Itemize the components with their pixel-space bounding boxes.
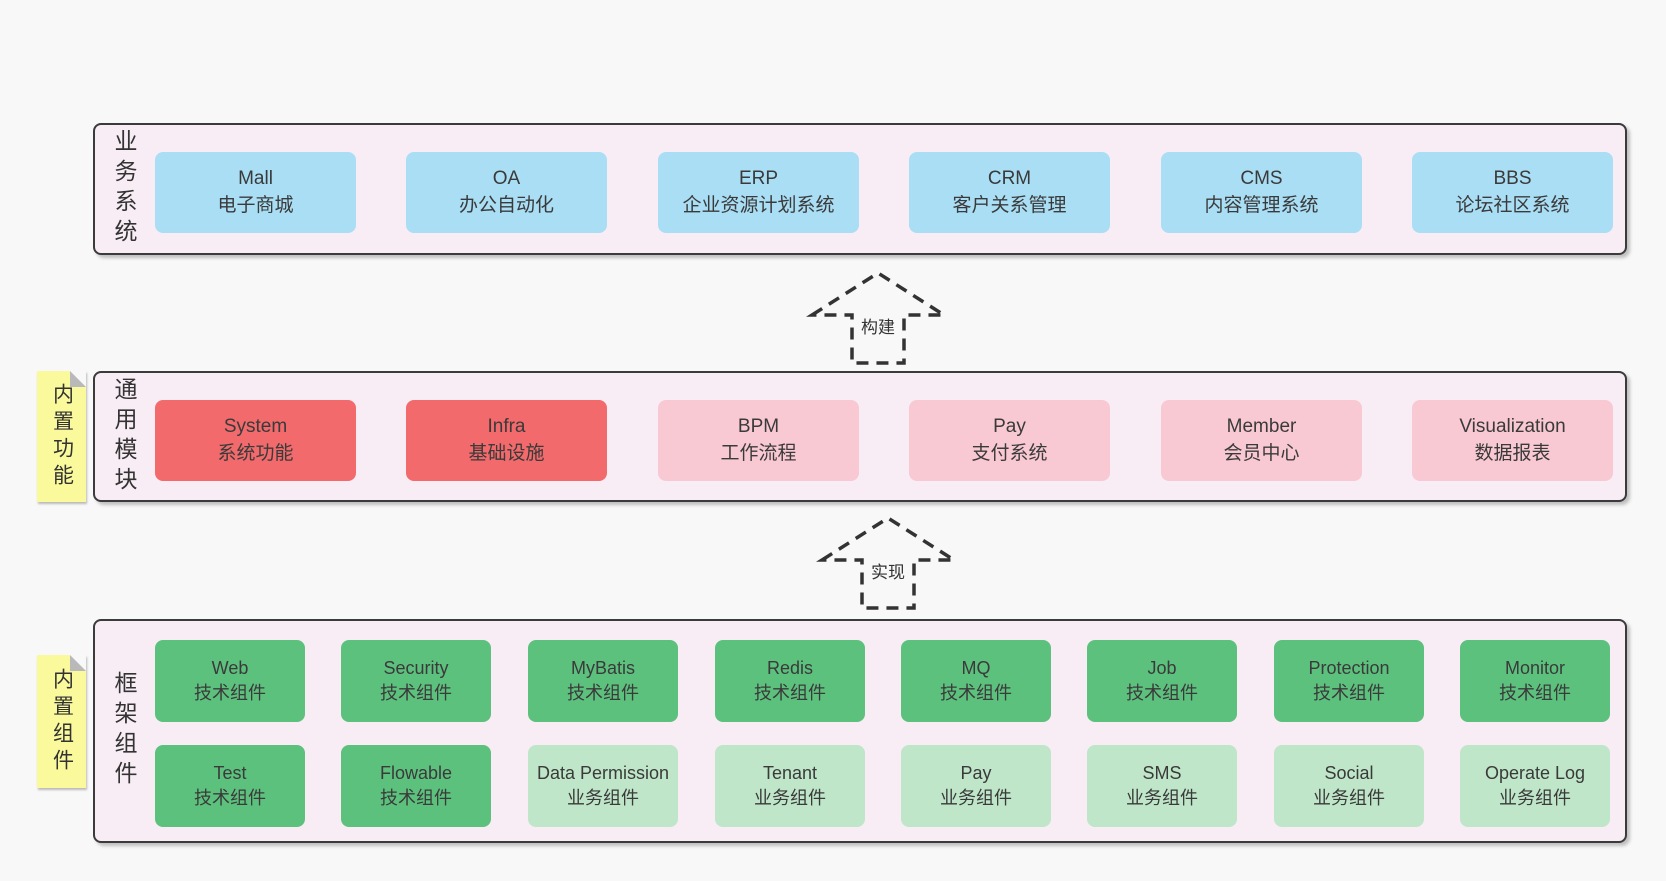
box-infra: Infra 基础设施 [406,400,607,481]
box-subtitle: 业务组件 [754,788,826,808]
build-arrow-label: 构建 [856,312,900,338]
box-title: BPM [737,415,780,437]
box-redis: Redis 技术组件 [715,640,865,722]
box-title: MQ [961,658,991,679]
box-job: Job 技术组件 [1087,640,1237,722]
box-bbs: BBS 论坛社区系统 [1412,152,1613,233]
box-subtitle: 技术组件 [380,788,452,808]
box-title: Pay [960,763,992,784]
box-oa: OA 办公自动化 [406,152,607,233]
box-subtitle: 技术组件 [754,683,826,703]
box-subtitle: 论坛社区系统 [1455,194,1570,216]
box-subtitle: 业务组件 [1499,788,1571,808]
panel-business-systems: 业务系统 Mall 电子商城 OA 办公自动化 ERP 企业资源计划系统 CRM… [93,123,1627,255]
box-subtitle: 数据报表 [1474,442,1551,464]
sticky-note-builtin-components: 内置组件 [37,655,86,788]
box-visualization: Visualization 数据报表 [1412,400,1613,481]
panel-common-modules: 通用模块 System 系统功能 Infra 基础设施 BPM 工作流程 Pay… [93,371,1627,502]
box-web: Web 技术组件 [155,640,305,722]
box-pay-component: Pay 业务组件 [901,745,1051,827]
box-crm: CRM 客户关系管理 [909,152,1110,233]
build-arrow-icon [805,270,951,365]
box-title: Test [213,763,247,784]
box-pay-module: Pay 支付系统 [909,400,1110,481]
box-title: Web [211,658,249,679]
box-subtitle: 业务组件 [567,788,639,808]
box-title: Data Permission [536,763,670,784]
box-subtitle: 会员中心 [1223,442,1300,464]
box-subtitle: 技术组件 [194,683,266,703]
box-title: Member [1226,415,1297,437]
panel-components-side-label: 框架组件 [111,671,137,791]
box-title: Social [1324,763,1374,784]
sticky-note-text: 内置功能 [50,382,74,491]
box-mq: MQ 技术组件 [901,640,1051,722]
box-subtitle: 技术组件 [380,683,452,703]
box-title: Security [383,658,449,679]
box-subtitle: 内容管理系统 [1204,194,1319,216]
box-system: System 系统功能 [155,400,356,481]
box-subtitle: 客户关系管理 [952,194,1067,216]
box-test: Test 技术组件 [155,745,305,827]
box-subtitle: 业务组件 [1313,788,1385,808]
box-subtitle: 基础设施 [468,442,545,464]
box-title: Pay [993,415,1026,437]
box-title: BBS [1493,167,1532,189]
box-mall: Mall 电子商城 [155,152,356,233]
box-flowable: Flowable 技术组件 [341,745,491,827]
implement-arrow-icon [815,515,961,610]
box-title: ERP [738,167,779,189]
box-title: Infra [487,415,526,437]
box-subtitle: 企业资源计划系统 [682,194,835,216]
box-subtitle: 电子商城 [217,194,294,216]
box-title: Operate Log [1484,763,1586,784]
box-tenant: Tenant 业务组件 [715,745,865,827]
box-subtitle: 系统功能 [217,442,294,464]
box-title: Job [1147,658,1177,679]
box-subtitle: 业务组件 [1126,788,1198,808]
box-subtitle: 支付系统 [971,442,1048,464]
box-title: SMS [1142,763,1182,784]
box-subtitle: 技术组件 [1126,683,1198,703]
box-cms: CMS 内容管理系统 [1161,152,1362,233]
implement-arrow-label: 实现 [866,557,910,583]
box-title: Visualization [1459,415,1566,437]
box-subtitle: 工作流程 [720,442,797,464]
panel-framework-components: 框架组件 Web 技术组件 Security 技术组件 MyBatis 技术组件… [93,619,1627,843]
box-title: Protection [1308,658,1390,679]
box-subtitle: 技术组件 [194,788,266,808]
box-operate-log: Operate Log 业务组件 [1460,745,1610,827]
box-title: CMS [1240,167,1283,189]
box-title: Tenant [762,763,818,784]
box-data-permission: Data Permission 业务组件 [528,745,678,827]
box-subtitle: 技术组件 [940,683,1012,703]
box-security: Security 技术组件 [341,640,491,722]
box-subtitle: 技术组件 [567,683,639,703]
box-title: System [223,415,288,437]
box-title: CRM [987,167,1032,189]
box-erp: ERP 企业资源计划系统 [658,152,859,233]
box-monitor: Monitor 技术组件 [1460,640,1610,722]
sticky-note-builtin-features: 内置功能 [37,371,86,502]
box-sms: SMS 业务组件 [1087,745,1237,827]
box-subtitle: 技术组件 [1313,683,1385,703]
box-social: Social 业务组件 [1274,745,1424,827]
box-title: Monitor [1504,658,1566,679]
box-member: Member 会员中心 [1161,400,1362,481]
sticky-note-text: 内置组件 [50,667,74,776]
box-title: Mall [238,167,273,189]
box-title: MyBatis [570,658,635,679]
box-title: Flowable [379,763,453,784]
box-bpm: BPM 工作流程 [658,400,859,481]
panel-modules-side-label: 通用模块 [111,376,137,497]
panel-business-side-label: 业务系统 [111,129,137,249]
box-protection: Protection 技术组件 [1274,640,1424,722]
box-title: OA [492,167,521,189]
box-title: Redis [766,658,814,679]
box-subtitle: 业务组件 [940,788,1012,808]
box-mybatis: MyBatis 技术组件 [528,640,678,722]
box-subtitle: 办公自动化 [458,194,554,216]
box-subtitle: 技术组件 [1499,683,1571,703]
